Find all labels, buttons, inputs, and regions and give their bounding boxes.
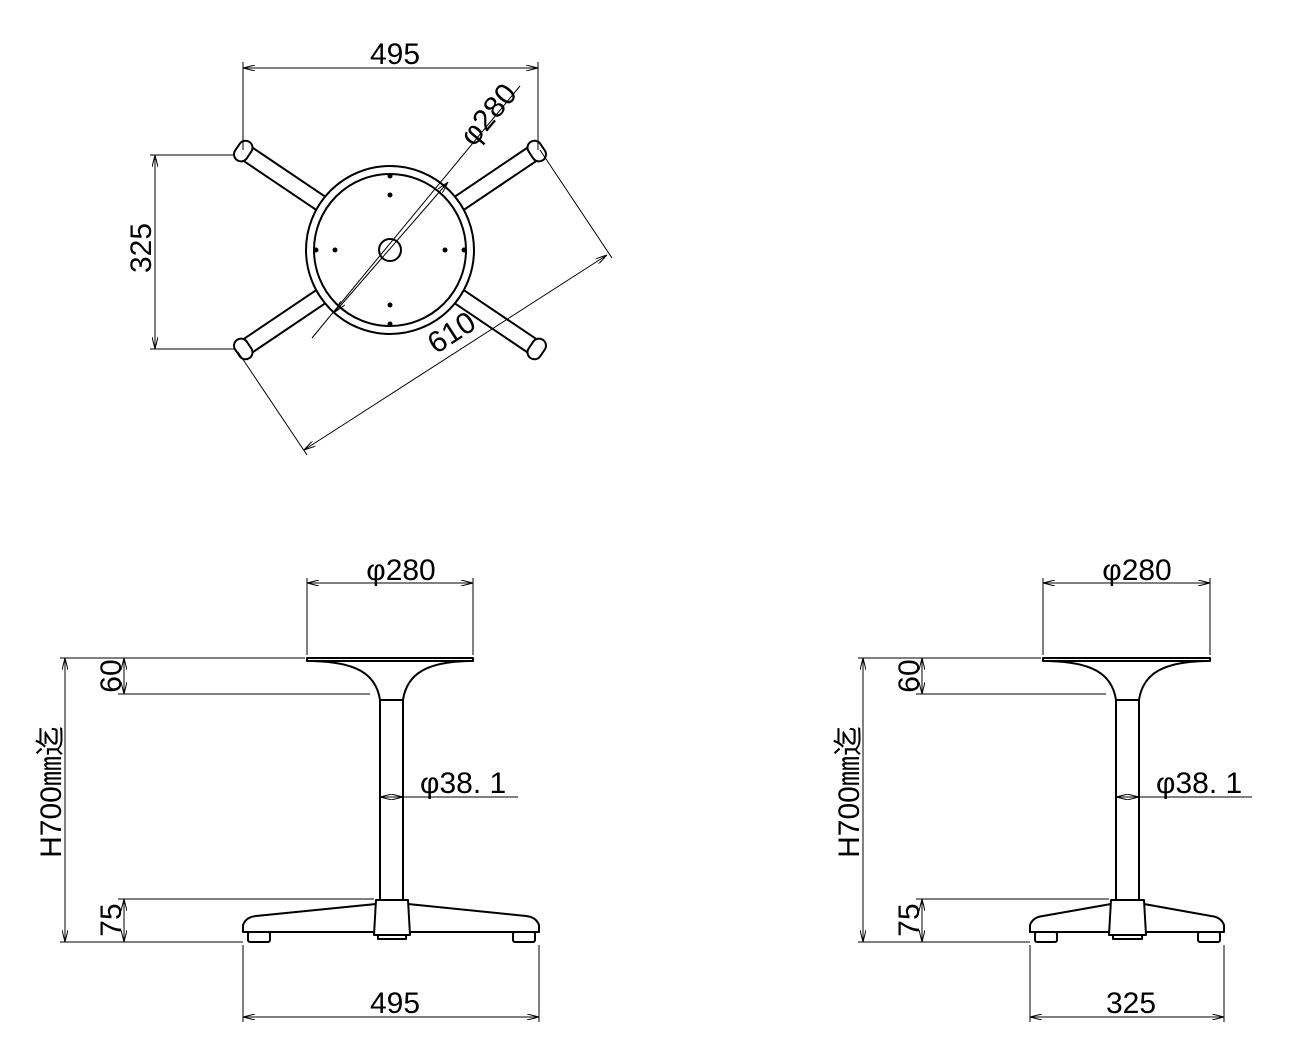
top-height-label: 325 (125, 223, 158, 273)
front-base-height-label: 75 (95, 903, 128, 936)
side-top-diameter-label: φ280 (1102, 554, 1172, 587)
front-view: φ280 60 H700㎜迄 φ38. 1 75 (35, 554, 540, 1022)
side-base-height-dimension: 75 (893, 898, 1109, 942)
front-base-width-label: 495 (370, 987, 420, 1020)
front-height-dimension: H700㎜迄 (35, 658, 243, 943)
front-top-thickness-label: 60 (95, 659, 128, 692)
top-height-dimension: 325 (125, 154, 235, 350)
top-width-label: 495 (370, 38, 420, 71)
top-width-dimension: 495 (242, 38, 539, 150)
front-top-diameter-dimension: φ280 (306, 554, 474, 655)
side-height-label: H700㎜迄 (833, 726, 866, 858)
side-top-thickness-label: 60 (893, 659, 926, 692)
side-height-dimension: H700㎜迄 (833, 658, 1030, 943)
front-top-diameter-label: φ280 (366, 554, 436, 587)
side-top-diameter-dimension: φ280 (1042, 554, 1211, 655)
side-base-width-dimension: 325 (1029, 945, 1225, 1022)
side-pipe-dimension: φ38. 1 (1116, 767, 1252, 800)
top-diameter-label: φ280 (454, 78, 524, 152)
front-pipe-dimension: φ38. 1 (380, 767, 518, 800)
side-view: φ280 60 H700㎜迄 φ38. 1 75 (833, 554, 1252, 1022)
front-base-height-dimension: 75 (95, 898, 374, 942)
side-base-width-label: 325 (1106, 987, 1156, 1020)
top-plate-outer (305, 165, 475, 335)
front-height-label: H700㎜迄 (35, 726, 68, 858)
side-top-thickness-dimension: 60 (858, 657, 1106, 695)
front-top-thickness-dimension: 60 (60, 657, 370, 695)
front-pipe-label: φ38. 1 (420, 767, 506, 800)
side-pipe-label: φ38. 1 (1156, 767, 1242, 800)
top-view: 495 325 φ280 610 (125, 38, 613, 456)
side-base-height-label: 75 (893, 903, 926, 936)
front-base-width-dimension: 495 (242, 945, 540, 1022)
